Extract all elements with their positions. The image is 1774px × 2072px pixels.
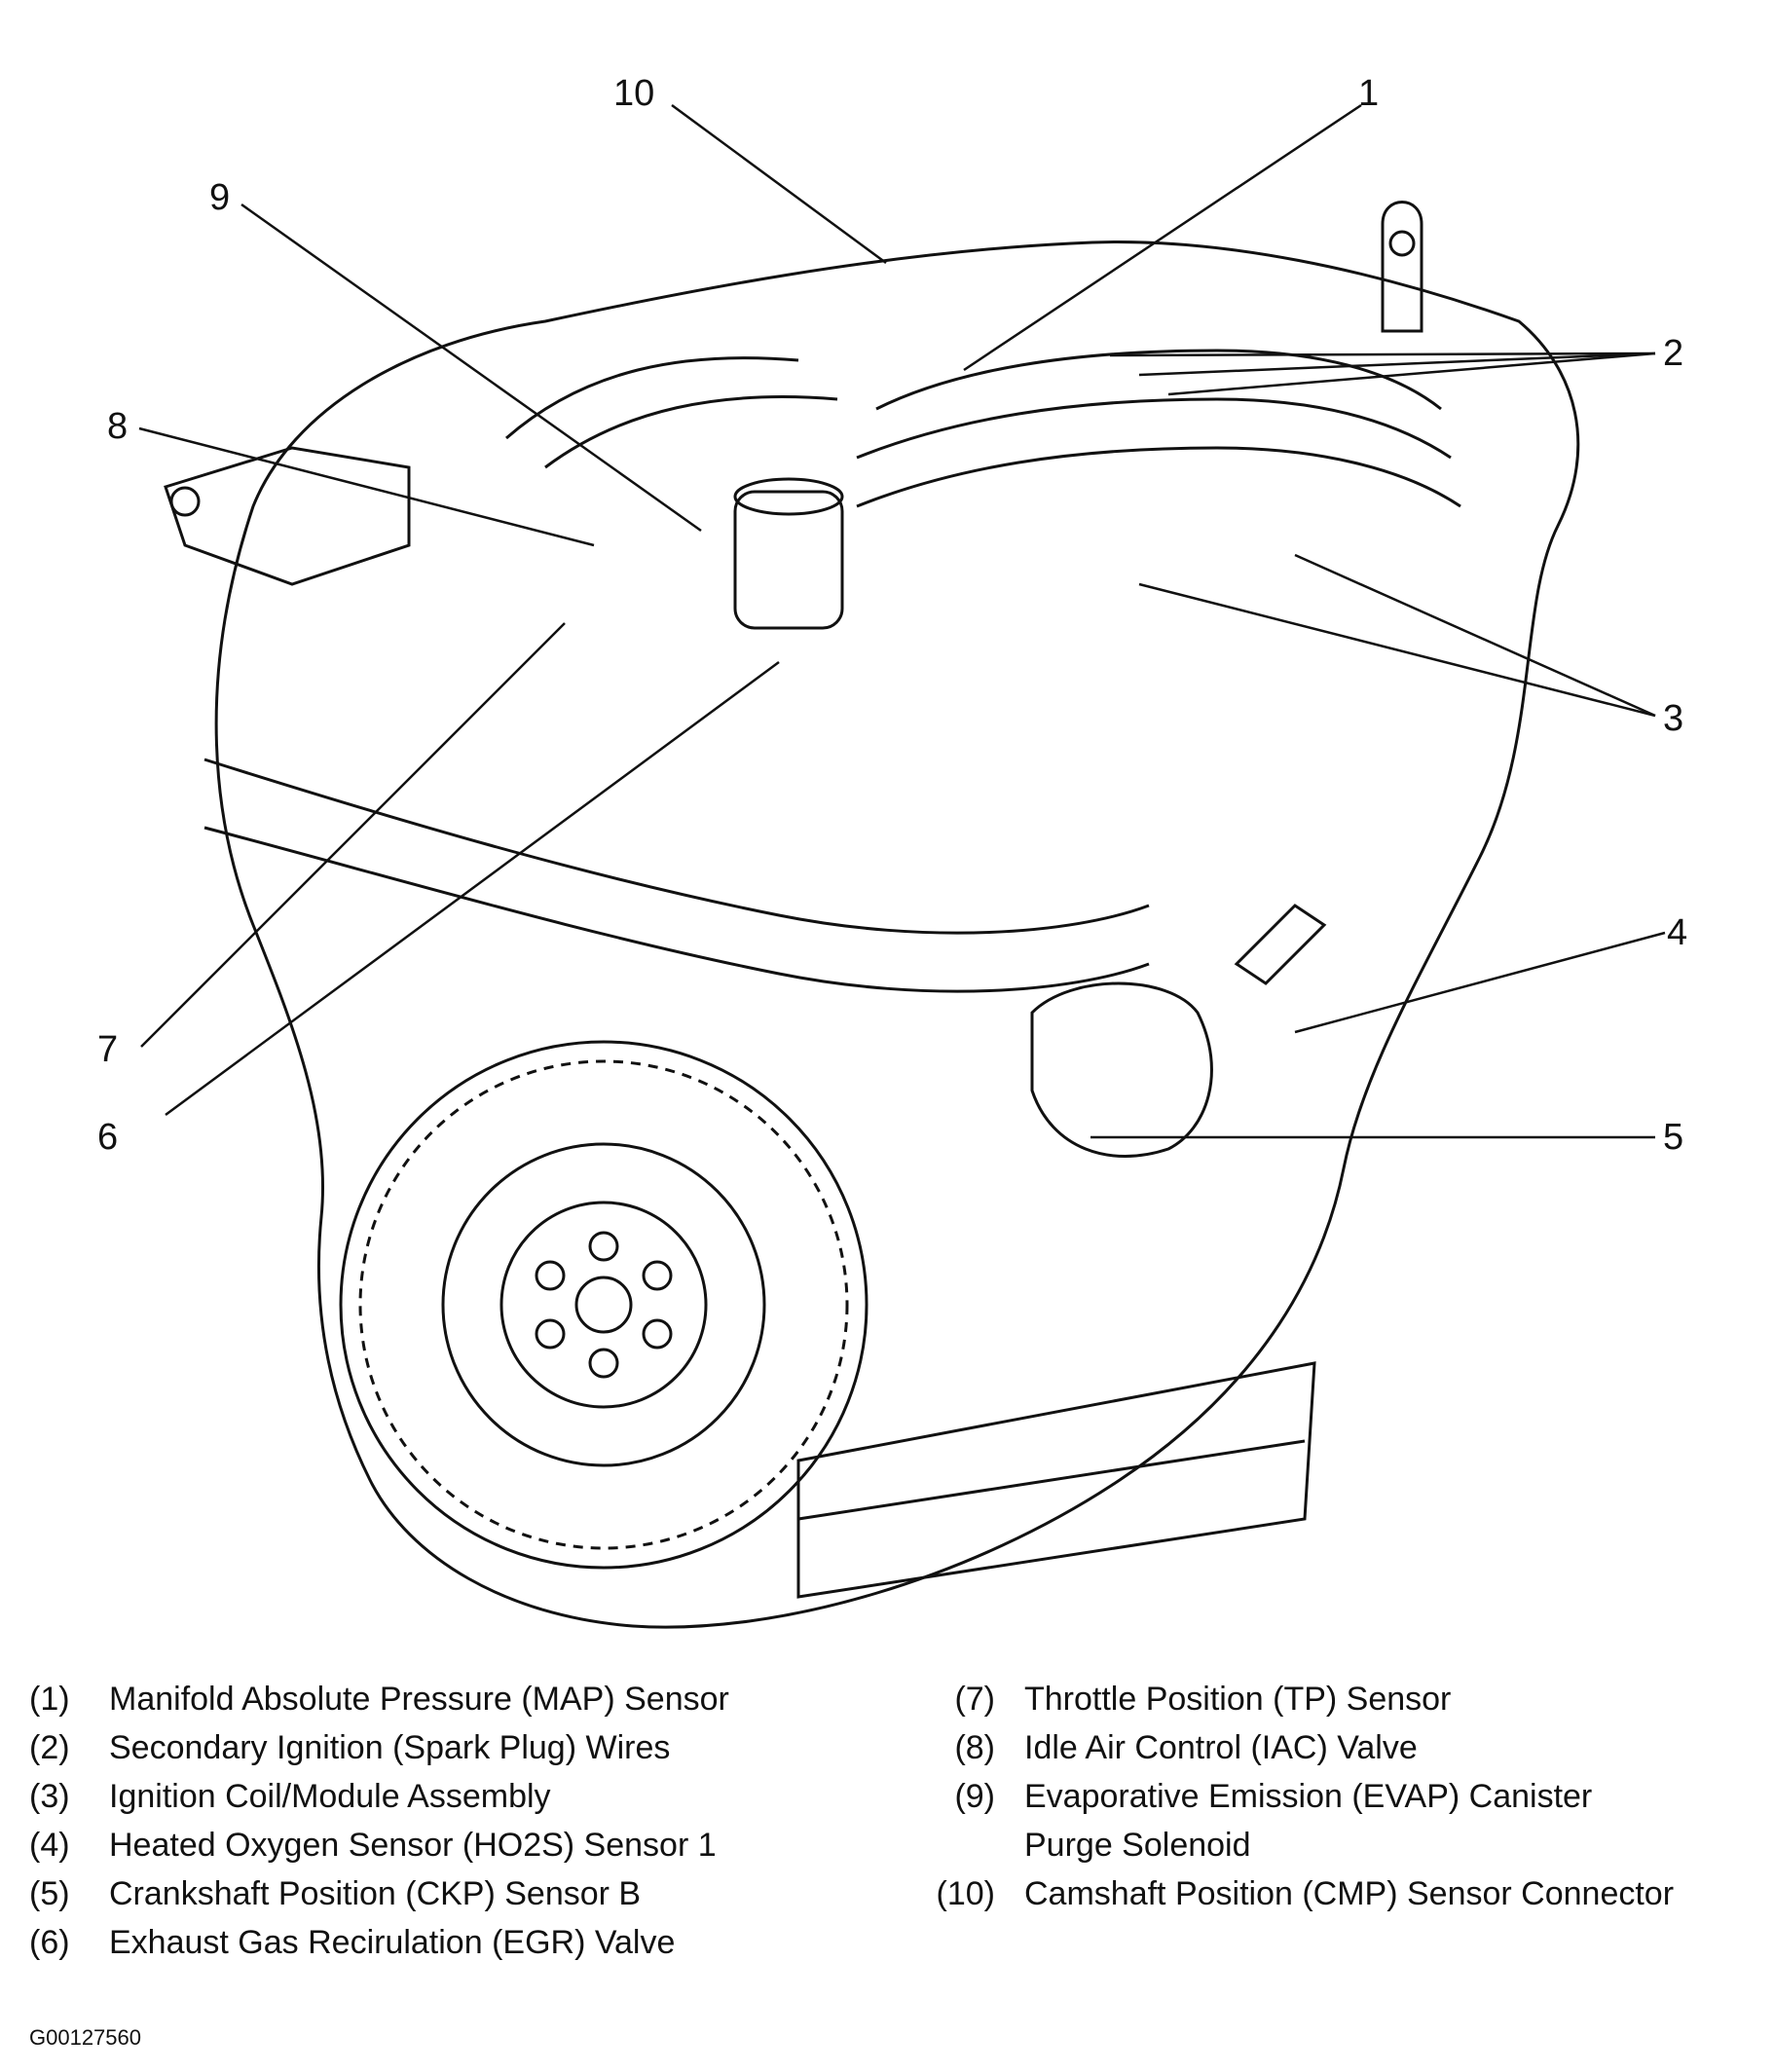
legend-right-column: (7) Throttle Position (TP) Sensor (8) Idle… — [915, 1675, 1772, 1918]
callout-labels: 1 2 3 4 5 6 7 8 9 10 — [97, 73, 1687, 1158]
legend-number: (7) — [954, 1681, 995, 1718]
legend-number: (8) — [954, 1729, 995, 1766]
legend-item: (1) Manifold Absolute Pressure (MAP) Sens… — [29, 1675, 886, 1723]
legend-left-column: (1) Manifold Absolute Pressure (MAP) Sens… — [29, 1675, 886, 1967]
engine-illustration — [164, 201, 1580, 1629]
callout-10: 10 — [613, 73, 654, 114]
legend-number: (5) — [29, 1875, 70, 1912]
legend-label: Exhaust Gas Recirulation (EGR) Valve — [109, 1924, 676, 1961]
legend-item: (10) Camshaft Position (CMP) Sensor Conne… — [915, 1869, 1772, 1918]
parts-legend: (1) Manifold Absolute Pressure (MAP) Sens… — [0, 1675, 1774, 2006]
figure-code: G00127560 — [29, 2025, 141, 2050]
legend-label: Secondary Ignition (Spark Plug) Wires — [109, 1729, 671, 1766]
callout-1: 1 — [1358, 73, 1379, 114]
legend-label: Manifold Absolute Pressure (MAP) Sensor — [109, 1681, 729, 1718]
legend-number: (3) — [29, 1778, 70, 1815]
legend-label: Throttle Position (TP) Sensor — [1024, 1681, 1452, 1718]
callout-6: 6 — [97, 1117, 118, 1158]
callout-8: 8 — [107, 406, 128, 447]
callout-9: 9 — [209, 177, 230, 218]
callout-3: 3 — [1663, 698, 1683, 739]
legend-label: Heated Oxygen Sensor (HO2S) Sensor 1 — [109, 1827, 717, 1864]
callout-7: 7 — [97, 1029, 118, 1070]
legend-label: Camshaft Position (CMP) Sensor Connector — [1024, 1875, 1675, 1912]
legend-number: (10) — [936, 1875, 995, 1912]
legend-item: (7) Throttle Position (TP) Sensor — [915, 1675, 1772, 1723]
callout-5: 5 — [1663, 1117, 1683, 1158]
callout-4: 4 — [1667, 912, 1687, 953]
legend-number: (4) — [29, 1827, 70, 1864]
legend-label: Ignition Coil/Module Assembly — [109, 1778, 551, 1815]
legend-item: (3) Ignition Coil/Module Assembly — [29, 1772, 886, 1821]
legend-number-empty — [915, 1821, 1024, 1869]
legend-item: (6) Exhaust Gas Recirulation (EGR) Valve — [29, 1918, 886, 1967]
legend-item: (2) Secondary Ignition (Spark Plug) Wires — [29, 1723, 886, 1772]
leader-lines — [138, 103, 1666, 1139]
legend-number: (6) — [29, 1924, 70, 1961]
legend-label: Evaporative Emission (EVAP) Canister — [1024, 1778, 1593, 1815]
legend-number: (2) — [29, 1729, 70, 1766]
engine-diagram: 1 2 3 4 5 6 7 8 9 10 — [97, 73, 1687, 1629]
legend-number: (9) — [954, 1778, 995, 1815]
legend-item: (8) Idle Air Control (IAC) Valve — [915, 1723, 1772, 1772]
legend-item: (9) Evaporative Emission (EVAP) Canister — [915, 1772, 1772, 1821]
legend-item-continuation: Purge Solenoid — [915, 1821, 1772, 1869]
callout-2: 2 — [1663, 333, 1683, 374]
legend-label: Idle Air Control (IAC) Valve — [1024, 1729, 1418, 1766]
legend-item: (4) Heated Oxygen Sensor (HO2S) Sensor 1 — [29, 1821, 886, 1869]
legend-label: Crankshaft Position (CKP) Sensor B — [109, 1875, 642, 1912]
legend-item: (5) Crankshaft Position (CKP) Sensor B — [29, 1869, 886, 1918]
legend-label-continuation: Purge Solenoid — [1024, 1827, 1251, 1864]
legend-number: (1) — [29, 1681, 70, 1718]
